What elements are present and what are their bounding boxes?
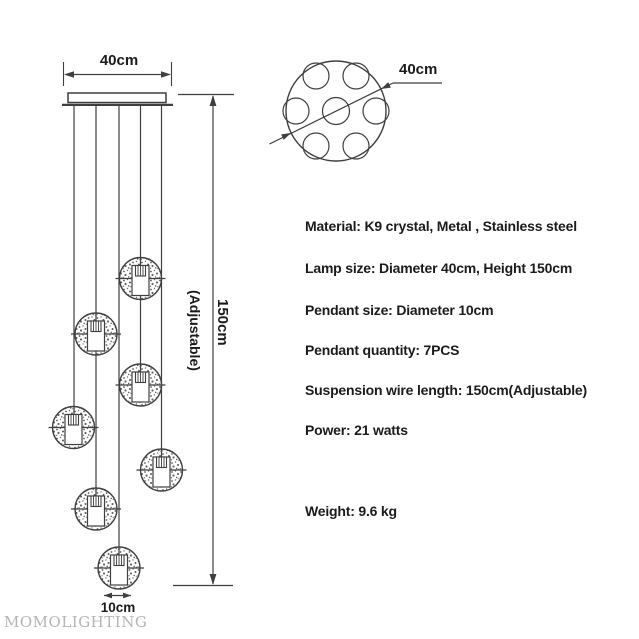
watermark: MOMOLIGHTING bbox=[4, 613, 148, 631]
spec-material: Material: K9 crystal, Metal , Stainless … bbox=[305, 218, 577, 234]
pendant-ball bbox=[135, 448, 188, 492]
pendant-holes bbox=[282, 62, 390, 160]
width-dimension bbox=[62, 62, 173, 86]
arrow-left-icon bbox=[64, 71, 74, 78]
arrow-left-icon bbox=[104, 592, 112, 599]
pendant-hole bbox=[302, 132, 330, 160]
top-view-diameter-label: 40cm bbox=[399, 61, 438, 78]
suspension-wires bbox=[73, 105, 163, 555]
spec-suspension-wire-length: Suspension wire length: 150cm(Adjustable… bbox=[305, 382, 587, 398]
spec-weight: Weight: 9.6 kg bbox=[305, 503, 397, 519]
pendant-ball bbox=[93, 546, 145, 590]
arrow-upright-icon bbox=[381, 82, 391, 89]
arrow-downleft-icon bbox=[281, 133, 291, 140]
pendant-balls bbox=[47, 256, 188, 590]
width-dimension-label: 40cm bbox=[99, 52, 139, 69]
pendant-hole bbox=[302, 62, 330, 90]
height-adjustable-note: (Adjustable) bbox=[187, 290, 203, 371]
height-dimension-label: 150cm bbox=[214, 299, 231, 346]
top-view bbox=[269, 60, 442, 162]
pendant-ball bbox=[47, 405, 100, 450]
arrow-up-icon bbox=[209, 95, 217, 106]
spec-pendant-quantity: Pendant quantity: 7PCS bbox=[305, 342, 460, 358]
arrow-down-icon bbox=[209, 574, 217, 585]
pendant-hole bbox=[321, 96, 351, 126]
pendant-ball bbox=[114, 256, 167, 301]
spec-pendant-size: Pendant size: Diameter 10cm bbox=[305, 302, 494, 318]
height-dimension bbox=[173, 93, 234, 587]
arrow-right-icon bbox=[161, 71, 171, 78]
pendant-hole bbox=[362, 97, 390, 125]
canopy-plate-circle bbox=[285, 60, 387, 162]
pendant-hole bbox=[282, 97, 310, 125]
pendant-width-dimension bbox=[104, 592, 131, 599]
pendant-ball bbox=[114, 363, 167, 407]
diameter-dimension bbox=[269, 82, 442, 145]
arrow-right-icon bbox=[123, 592, 131, 599]
pendant-width-label: 10cm bbox=[100, 600, 136, 615]
front-view bbox=[47, 62, 234, 599]
pendant-hole bbox=[342, 62, 370, 90]
pendant-ball bbox=[70, 487, 122, 531]
canopy bbox=[62, 92, 173, 107]
spec-lamp-size: Lamp size: Diameter 40cm, Height 150cm bbox=[305, 260, 573, 276]
pendant-ball bbox=[70, 312, 122, 356]
pendant-hole bbox=[342, 132, 370, 160]
spec-power: Power: 21 watts bbox=[305, 422, 408, 438]
